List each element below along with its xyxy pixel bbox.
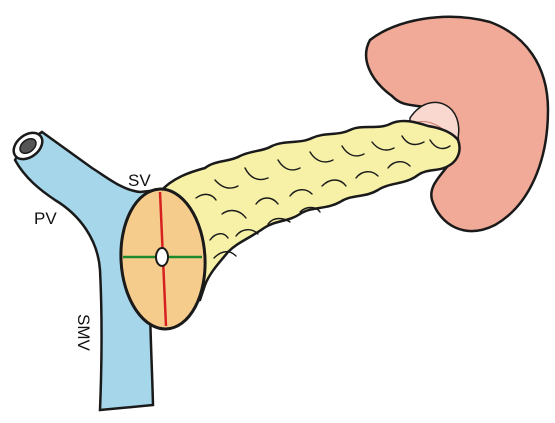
sv-label: SV: [128, 171, 151, 190]
pv-label: PV: [34, 209, 57, 228]
pancreas: [158, 119, 461, 330]
portal-vein-lumen: [19, 137, 37, 155]
smv-label: SMV: [74, 314, 93, 352]
pancreatic-duct: [155, 247, 169, 267]
pancreas-lobule-texture: [195, 135, 451, 259]
